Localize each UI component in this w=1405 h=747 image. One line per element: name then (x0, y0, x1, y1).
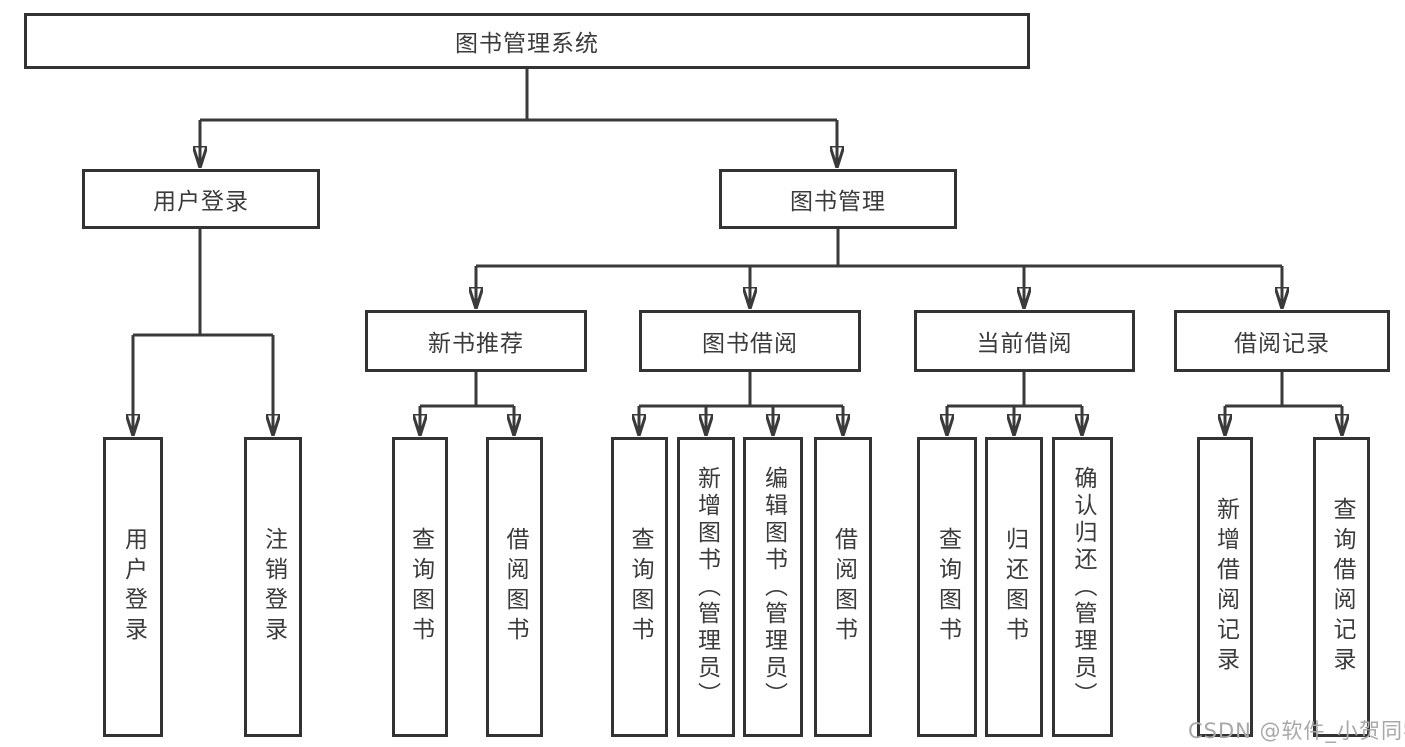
node-label: 图书管理 (790, 189, 886, 215)
node-label: 当前借阅 (976, 331, 1073, 357)
leaf-label: 借阅图书 (830, 527, 857, 647)
leaf-label: 查询图书 (627, 527, 653, 647)
node-label: 用户登录 (153, 189, 249, 215)
node-user-login: 用户登录 (82, 169, 320, 229)
node-library-system: 图书管理系统 (24, 13, 1030, 69)
node-current-borrow: 当前借阅 (914, 310, 1135, 372)
leaf-query-books-current: 查询图书 (917, 437, 977, 737)
leaf-label: 编辑图书（管理员） (760, 465, 787, 709)
leaf-label: 归还图书 (1001, 527, 1028, 647)
leaf-add-book-admin: 新增图书（管理员） (677, 437, 735, 737)
leaf-user-login: 用户登录 (103, 437, 163, 737)
node-label: 借阅记录 (1234, 331, 1330, 357)
node-label: 新书推荐 (428, 331, 524, 357)
leaf-edit-book-admin: 编辑图书（管理员） (743, 437, 803, 737)
leaf-label: 确认归还（管理员） (1070, 465, 1096, 709)
leaf-label: 用户登录 (120, 527, 147, 647)
node-new-book-recommend: 新书推荐 (365, 310, 587, 372)
leaf-return-book: 归还图书 (985, 437, 1043, 737)
csdn-watermark: CSDN @软件_小贺同学 (1188, 719, 1405, 743)
leaf-label: 借阅图书 (502, 527, 528, 647)
node-borrow-records: 借阅记录 (1174, 310, 1390, 372)
leaf-label: 查询图书 (407, 527, 434, 647)
node-label: 图书管理系统 (455, 31, 599, 57)
leaf-label: 新增图书（管理员） (693, 465, 720, 709)
leaf-query-books-borrow: 查询图书 (611, 437, 668, 737)
leaf-query-books-recommend: 查询图书 (392, 437, 448, 737)
leaf-borrow-books: 借阅图书 (814, 437, 872, 737)
leaf-borrow-books-recommend: 借阅图书 (486, 437, 543, 737)
leaf-confirm-return-admin: 确认归还（管理员） (1052, 437, 1113, 737)
node-book-borrow: 图书借阅 (639, 310, 861, 372)
leaf-label: 新增借阅记录 (1212, 497, 1239, 677)
leaf-logout: 注销登录 (244, 437, 302, 737)
node-book-management: 图书管理 (719, 169, 957, 229)
leaf-query-borrow-record: 查询借阅记录 (1313, 437, 1370, 737)
leaf-add-borrow-record: 新增借阅记录 (1197, 437, 1253, 737)
leaf-label: 查询借阅记录 (1329, 497, 1355, 677)
node-label: 图书借阅 (702, 331, 798, 357)
leaf-label: 查询图书 (934, 527, 961, 647)
leaf-label: 注销登录 (260, 527, 287, 647)
